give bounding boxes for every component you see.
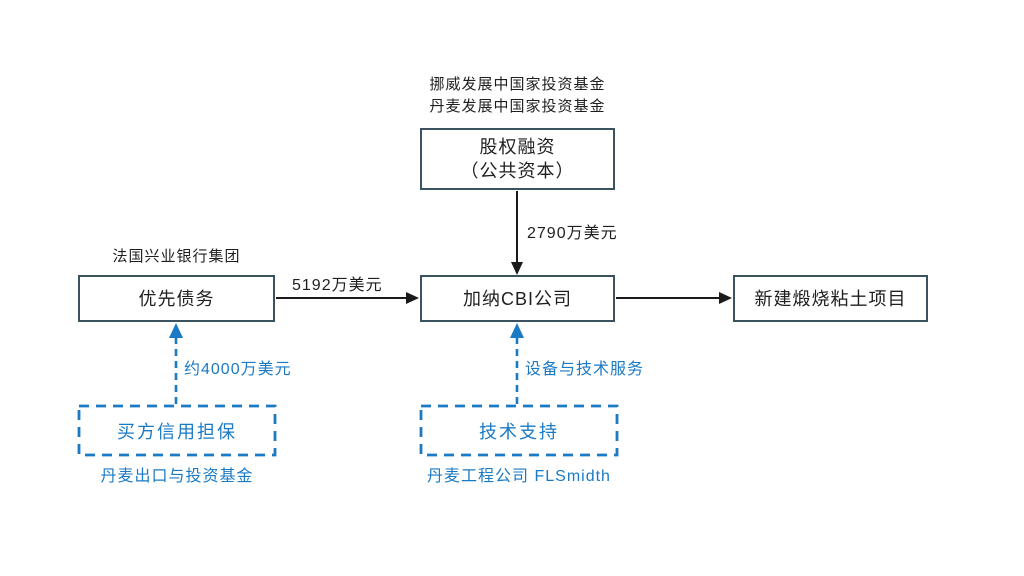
arrowhead-debt-to-cbi: [406, 292, 419, 304]
amount-debt-to-cbi: 5192万美元: [292, 277, 383, 294]
senior-debt-box: 优先债务: [78, 275, 275, 322]
dashed-box-tech-support: [419, 404, 619, 457]
equity-financing-title: 股权融资: [479, 137, 556, 157]
tech-support-caption: 丹麦工程公司 FLSmidth: [427, 468, 611, 485]
equity-funder-denmark: 丹麦发展中国家投资基金: [429, 98, 606, 115]
dashed-box-buyer-credit: [77, 404, 277, 457]
amount-guarantee-to-debt: 约4000万美元: [184, 361, 292, 378]
amount-equity-to-cbi: 2790万美元: [527, 225, 618, 242]
ghana-cbi-box: 加纳CBI公司: [420, 275, 615, 322]
buyer-credit-caption: 丹麦出口与投资基金: [100, 468, 254, 485]
tech-support-label: 技术支持: [479, 421, 559, 442]
arrowhead-support-to-cbi: [510, 323, 524, 338]
buyer-credit-guarantee-label: 买方信用担保: [117, 421, 237, 442]
ghana-cbi-label: 加纳CBI公司: [462, 288, 572, 309]
equity-financing-box: 股权融资 （公共资本）: [420, 128, 615, 190]
arrowhead-cbi-to-project: [719, 292, 732, 304]
label-equipment-tech-services: 设备与技术服务: [525, 361, 645, 378]
calcined-clay-project-label: 新建煅烧粘土项目: [754, 288, 907, 309]
senior-debt-label: 优先债务: [138, 288, 215, 309]
senior-debt-lender-note: 法国兴业银行集团: [112, 248, 241, 265]
equity-financing-subtitle: （公共资本）: [460, 161, 575, 181]
equity-funder-norway: 挪威发展中国家投资基金: [429, 76, 606, 93]
arrowhead-guarantee-to-debt: [169, 323, 183, 338]
equity-funders-note: 挪威发展中国家投资基金 丹麦发展中国家投资基金: [400, 74, 635, 118]
arrowhead-equity-to-cbi: [511, 262, 523, 275]
calcined-clay-project-box: 新建煅烧粘土项目: [733, 275, 928, 322]
